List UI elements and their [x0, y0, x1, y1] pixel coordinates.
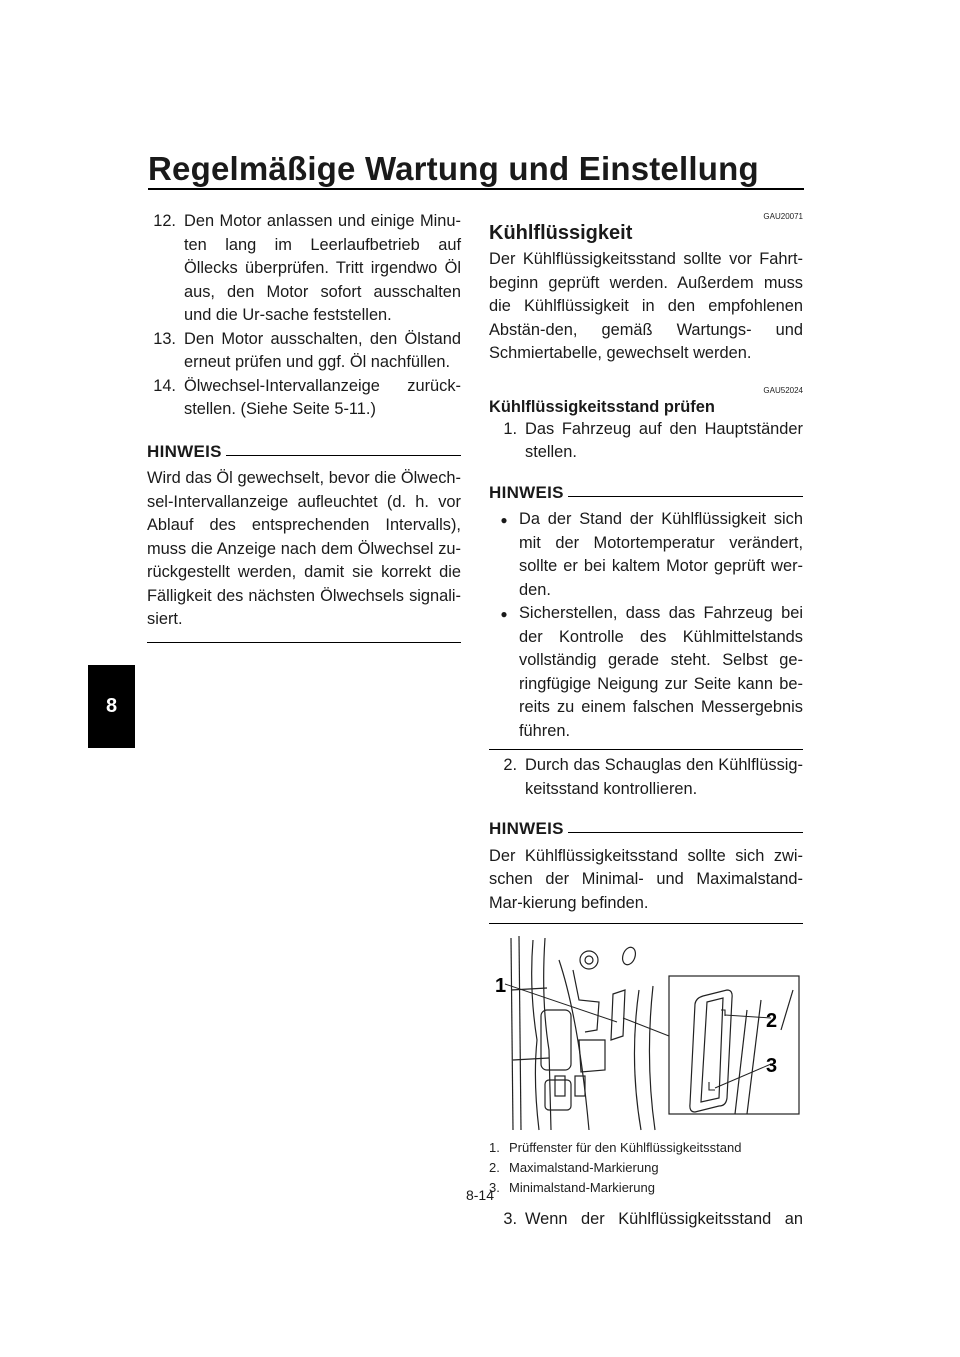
- step-12: 12. Den Motor anlassen und einige Minu-t…: [147, 210, 461, 328]
- note-text: Der Kühlflüssigkeitsstand sollte sich zw…: [489, 846, 803, 912]
- callout-1: 1: [495, 975, 506, 997]
- note-bullet: ● Sicherstellen, dass das Fahrzeug bei d…: [489, 602, 803, 743]
- caption-number: 2.: [489, 1160, 500, 1175]
- step-number: 14.: [153, 376, 176, 395]
- step-text: Den Motor anlassen und einige Minu-ten l…: [184, 212, 461, 324]
- bullet-dot: ●: [500, 513, 508, 527]
- caption-text: Minimalstand-Markierung: [509, 1180, 655, 1195]
- caption-number: 3.: [489, 1180, 500, 1195]
- caption-item: 3. Minimalstand-Markierung: [489, 1178, 803, 1198]
- note-header: HINWEIS: [489, 817, 803, 841]
- step-13: 13. Den Motor ausschalten, den Ölstand e…: [147, 328, 461, 375]
- caption-item: 1. Prüffenster für den Kühlflüssigkeitss…: [489, 1138, 803, 1158]
- step-14: 14. Ölwechsel-Intervallanzeige zurück-st…: [147, 375, 461, 422]
- chapter-tab: 8: [88, 665, 135, 748]
- note-label: HINWEIS: [489, 819, 564, 838]
- step-1: 1. Das Fahrzeug auf den Hauptständer ste…: [489, 418, 803, 465]
- bullet-text: Da der Stand der Kühlflüssigkeit sich mi…: [519, 510, 803, 599]
- title-rule: [148, 188, 804, 190]
- note-rule: [225, 454, 461, 456]
- coolant-sight-glass-illustration: 1 2 3: [495, 935, 800, 1131]
- page-title: Regelmäßige Wartung und Einstellung: [148, 150, 759, 187]
- section-title: Kühlflüssigkeit: [489, 222, 633, 244]
- section-intro: Der Kühlflüssigkeitsstand sollte vor Fah…: [489, 250, 803, 362]
- note-rule: [567, 832, 803, 834]
- note-label: HINWEIS: [489, 482, 564, 502]
- bullet-dot: ●: [500, 607, 508, 621]
- caption-text: Prüffenster für den Kühlflüssigkeitsstan…: [509, 1140, 742, 1155]
- right-column: GAU20071 Kühlflüssigkeit Der Kühlflüssig…: [489, 212, 803, 1232]
- step-3: 3. Wenn der Kühlflüssigkeitsstand an: [489, 1208, 803, 1232]
- step-number: 12.: [153, 212, 176, 230]
- note-header: HINWEIS: [147, 440, 461, 464]
- caption-item: 2. Maximalstand-Markierung: [489, 1158, 803, 1178]
- note-end-rule: [489, 923, 803, 924]
- caption-number: 1.: [489, 1140, 500, 1155]
- callout-3: 3: [766, 1055, 777, 1077]
- note-rule: [567, 495, 803, 497]
- step-text: Durch das Schauglas den Kühlflüssig-keit…: [525, 756, 803, 798]
- doc-code: GAU52024: [763, 385, 803, 395]
- step-2: 2. Durch das Schauglas den Kühlflüssig-k…: [489, 754, 803, 801]
- left-column: 12. Den Motor anlassen und einige Minu-t…: [147, 210, 461, 643]
- note-text: Wird das Öl gewechselt, bevor die Ölwech…: [147, 469, 461, 628]
- figure-captions: 1. Prüffenster für den Kühlflüssigkeitss…: [489, 1138, 803, 1198]
- note-end-rule: [489, 749, 803, 750]
- step-text: Das Fahrzeug auf den Hauptständer stelle…: [525, 419, 803, 462]
- step-number: 1.: [503, 419, 517, 438]
- caption-text: Maximalstand-Markierung: [509, 1160, 659, 1175]
- callout-2: 2: [766, 1010, 777, 1032]
- note-bullet: ● Da der Stand der Kühlflüssigkeit sich …: [489, 508, 803, 602]
- step-number: 2.: [503, 756, 517, 774]
- note-header: HINWEIS: [489, 481, 803, 505]
- page-number: 8-14: [465, 1187, 495, 1203]
- doc-code: GAU20071: [763, 212, 803, 221]
- note-end-rule: [147, 641, 461, 643]
- step-text: Wenn der Kühlflüssigkeitsstand an: [525, 1210, 803, 1228]
- step-number: 13.: [153, 329, 176, 348]
- step-number: 3.: [503, 1210, 517, 1228]
- subsection-title: Kühlflüssigkeitsstand prüfen: [489, 397, 715, 416]
- step-text: Ölwechsel-Intervallanzeige zurück-stelle…: [184, 376, 461, 419]
- note-label: HINWEIS: [147, 441, 222, 461]
- bullet-text: Sicherstellen, dass das Fahrzeug bei der…: [519, 604, 803, 740]
- step-text: Den Motor ausschalten, den Ölstand erneu…: [184, 329, 461, 372]
